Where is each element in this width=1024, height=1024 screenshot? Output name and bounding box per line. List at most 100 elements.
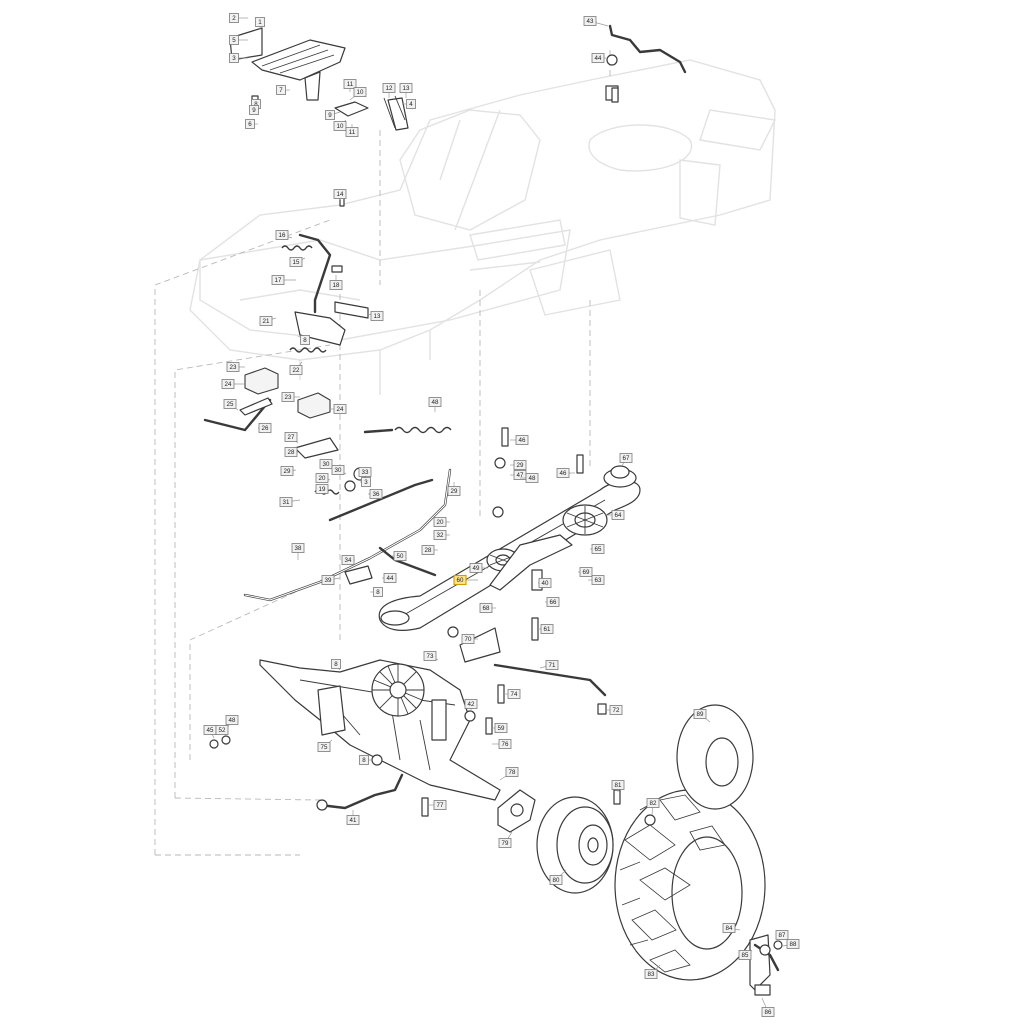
callout-80: 80 [549, 869, 567, 885]
callout-number: 6 [248, 121, 252, 128]
callout-number: 36 [373, 491, 380, 498]
callout-box [421, 545, 435, 555]
callout-box [281, 392, 295, 402]
callout-29: 29 [447, 482, 461, 496]
callout-number: 10 [337, 123, 344, 130]
callout-number: 86 [765, 1009, 772, 1016]
callout-box [346, 815, 360, 825]
callout-19: 19 [315, 484, 331, 494]
callout-box [591, 53, 605, 63]
callout-number: 71 [549, 662, 556, 669]
callout-number: 66 [550, 599, 557, 606]
callout-32: 32 [433, 530, 450, 540]
callout-box [545, 660, 559, 670]
callout-box [591, 544, 605, 554]
callout-1: 1 [255, 17, 265, 30]
callout-81: 81 [611, 780, 625, 792]
callout-3: 3 [229, 53, 248, 63]
callout-number: 7 [279, 87, 283, 94]
callout-number: 68 [483, 605, 490, 612]
callout-82: 82 [646, 798, 660, 816]
wheel-fastener-parts [749, 934, 783, 996]
callout-box [515, 435, 529, 445]
callout-number: 3 [232, 55, 236, 62]
callout-box [738, 950, 752, 960]
callout-83: 83 [644, 964, 661, 979]
callout-box [343, 79, 357, 89]
callout-27: 27 [284, 432, 299, 444]
callout-number: 61 [544, 626, 551, 633]
callout-59: 59 [492, 723, 508, 733]
callout-number: 29 [517, 462, 524, 469]
callout-box [291, 543, 305, 553]
axle-arm-left [316, 773, 404, 811]
callout-89: 89 [693, 709, 711, 723]
callout-85: 85 [738, 949, 753, 960]
callout-75: 75 [317, 739, 333, 752]
callout-box [259, 316, 273, 326]
callout-box [321, 575, 335, 585]
callout-box [317, 742, 331, 752]
callout-box [223, 399, 237, 409]
callout-number: 75 [321, 744, 328, 751]
callout-number: 8 [362, 757, 366, 764]
callout-48: 48 [428, 397, 442, 412]
mount-blocks [203, 367, 339, 459]
callout-box [276, 85, 286, 95]
callout-box [229, 13, 239, 23]
callout-number: 12 [386, 85, 393, 92]
callout-14: 14 [333, 189, 347, 200]
assembly-guide-lines [154, 50, 611, 856]
callout-box [433, 530, 447, 540]
callout-17: 17 [271, 275, 296, 285]
callout-24: 24 [330, 404, 347, 414]
callout-24: 24 [221, 379, 245, 389]
callout-4: 4 [402, 99, 416, 109]
callout-88: 88 [782, 939, 800, 949]
spring-set [314, 426, 452, 495]
callout-number: 48 [229, 717, 236, 724]
callout-52: 52 [215, 725, 229, 737]
callout-number: 10 [357, 89, 364, 96]
callout-number: 82 [650, 800, 657, 807]
callout-box [464, 699, 478, 709]
callout-13: 13 [367, 311, 384, 321]
callout-86: 86 [761, 997, 775, 1017]
callout-box [229, 35, 239, 45]
callout-50: 50 [392, 551, 407, 561]
callout-42: 42 [464, 699, 478, 712]
callout-box [498, 739, 512, 749]
callout-87: 87 [775, 930, 789, 943]
callout-number: 2 [232, 15, 236, 22]
callout-number: 52 [219, 727, 226, 734]
callout-box [609, 705, 623, 715]
callout-12: 12 [382, 83, 396, 98]
callout-number: 42 [468, 701, 475, 708]
callout-number: 39 [325, 577, 332, 584]
callout-18: 18 [329, 275, 343, 290]
callout-box [433, 800, 447, 810]
callout-number: 5 [232, 37, 236, 44]
callout-8: 8 [331, 659, 341, 671]
callout-box [611, 780, 625, 790]
callout-number: 18 [333, 282, 340, 289]
callout-number: 32 [437, 532, 444, 539]
callout-43: 43 [583, 16, 609, 27]
callout-number: 78 [509, 769, 516, 776]
callout-3: 3 [360, 477, 371, 487]
callout-box [646, 798, 660, 808]
callout-box [315, 473, 329, 483]
callout-31: 31 [279, 497, 301, 507]
callout-number: 47 [517, 472, 524, 479]
callout-number: 30 [335, 467, 342, 474]
callout-49: 49 [469, 563, 488, 573]
callout-box [461, 634, 475, 644]
callout-number: 8 [376, 589, 380, 596]
callout-71: 71 [539, 660, 559, 670]
callout-64: 64 [605, 510, 625, 520]
callout-number: 9 [328, 112, 332, 119]
callout-84: 84 [722, 923, 741, 933]
callout-70: 70 [461, 634, 478, 644]
callout-box [505, 767, 519, 777]
callout-box [284, 432, 298, 442]
